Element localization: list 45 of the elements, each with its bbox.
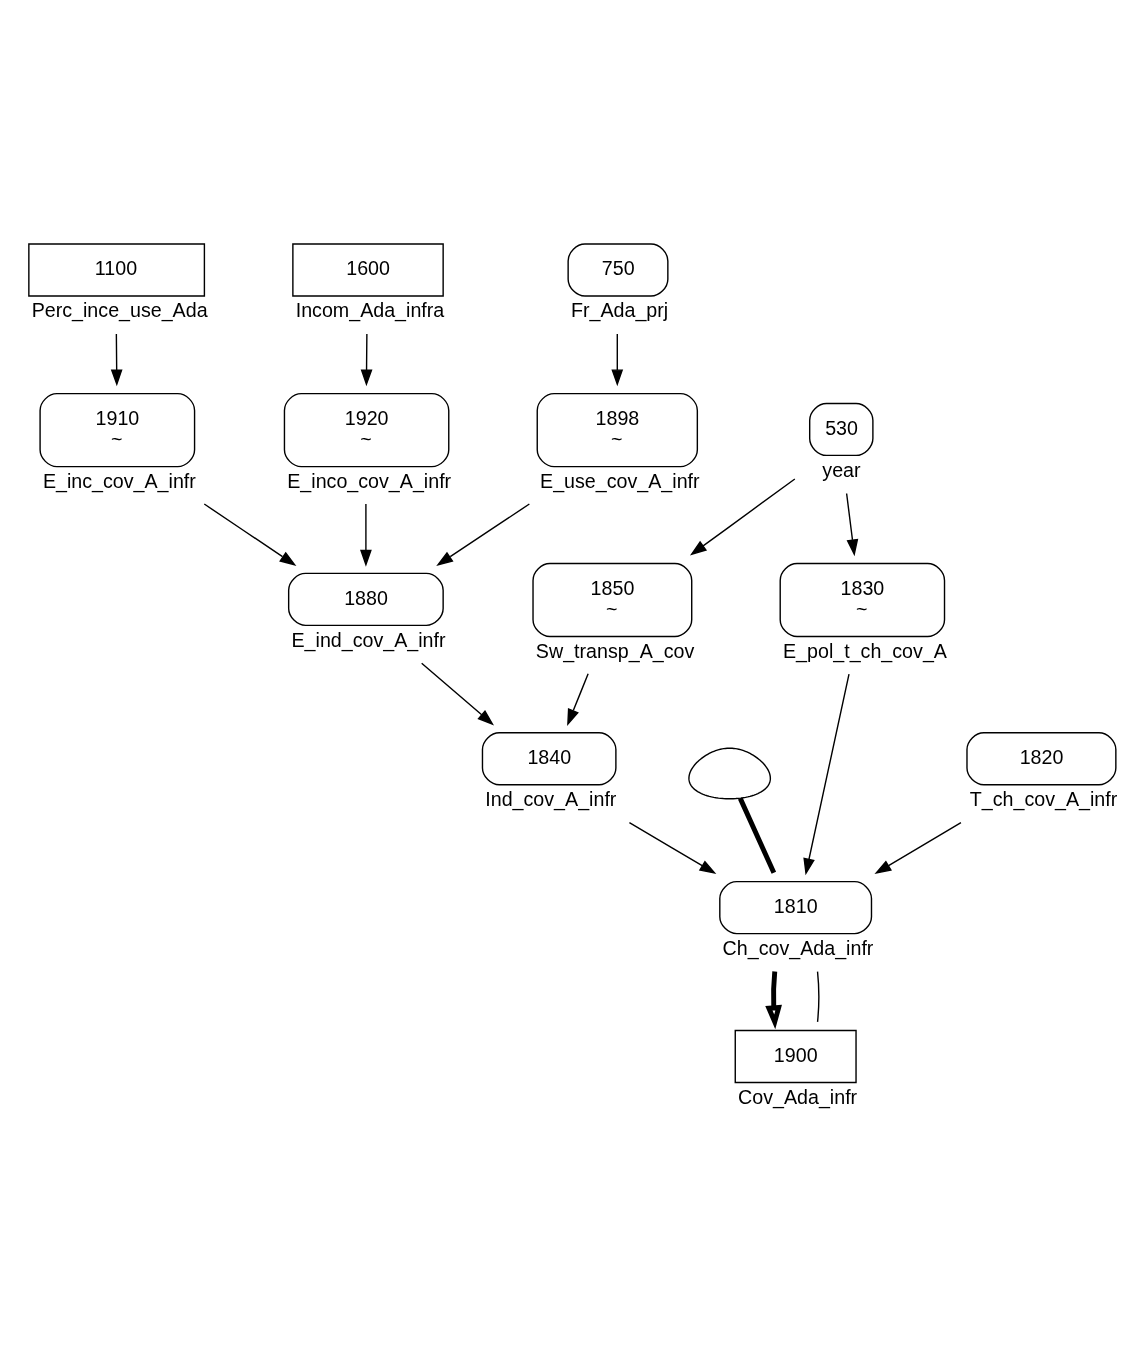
node-label: E_inco_cov_A_infr <box>287 469 452 492</box>
arrow <box>628 822 717 875</box>
arrow <box>845 492 859 557</box>
arrow <box>567 673 589 726</box>
node-label: E_inc_cov_A_infr <box>42 469 196 492</box>
node-box: 1820 <box>966 732 1117 786</box>
node-box: 1900 <box>734 1029 857 1084</box>
arrow <box>203 503 297 566</box>
node-box: 1840 <box>481 732 617 786</box>
node-box: 750 <box>567 243 669 297</box>
arrow <box>874 822 962 875</box>
node-box: 1810 <box>719 880 873 935</box>
node-label: E_ind_cov_A_infr <box>291 628 446 651</box>
node-box: 530 <box>809 402 874 457</box>
node-label: year <box>822 458 861 481</box>
node-label: T_ch_cov_A_infr <box>969 788 1118 811</box>
arrow <box>765 971 782 1030</box>
arrow <box>360 503 372 567</box>
node-label: Cov_Ada_infr <box>738 1085 858 1108</box>
node-label: Ind_cov_A_infr <box>485 788 617 811</box>
node-box: 1898 ~ <box>536 392 699 468</box>
arrow <box>360 333 373 387</box>
arrow <box>689 478 796 556</box>
node-box: 1600 <box>292 243 444 297</box>
node-box: 1910 ~ <box>39 392 196 468</box>
node-box: 1830 ~ <box>779 562 946 638</box>
node-cloud <box>688 747 772 800</box>
arrow <box>110 333 123 387</box>
node-box: 1100 <box>28 243 206 297</box>
node-label: Fr_Ada_prj <box>570 299 669 322</box>
node-label: Ch_cov_Ada_infr <box>722 936 874 959</box>
node-label: E_pol_t_ch_cov_A <box>783 639 947 662</box>
node-label: Sw_transp_A_cov <box>535 639 695 662</box>
arrow <box>436 503 531 566</box>
arrow <box>420 662 494 726</box>
node-label: Incom_Ada_infra <box>295 299 445 322</box>
arrow <box>611 333 624 387</box>
node-box: 1880 <box>287 572 444 627</box>
node-label: Perc_ince_use_Ada <box>31 299 208 322</box>
node-box: 1850 ~ <box>532 562 693 638</box>
node-label: E_use_cov_A_infr <box>540 469 700 492</box>
node-box: 1920 ~ <box>283 392 450 468</box>
connector <box>816 970 820 1023</box>
arrow <box>803 673 850 876</box>
connector <box>738 797 777 874</box>
